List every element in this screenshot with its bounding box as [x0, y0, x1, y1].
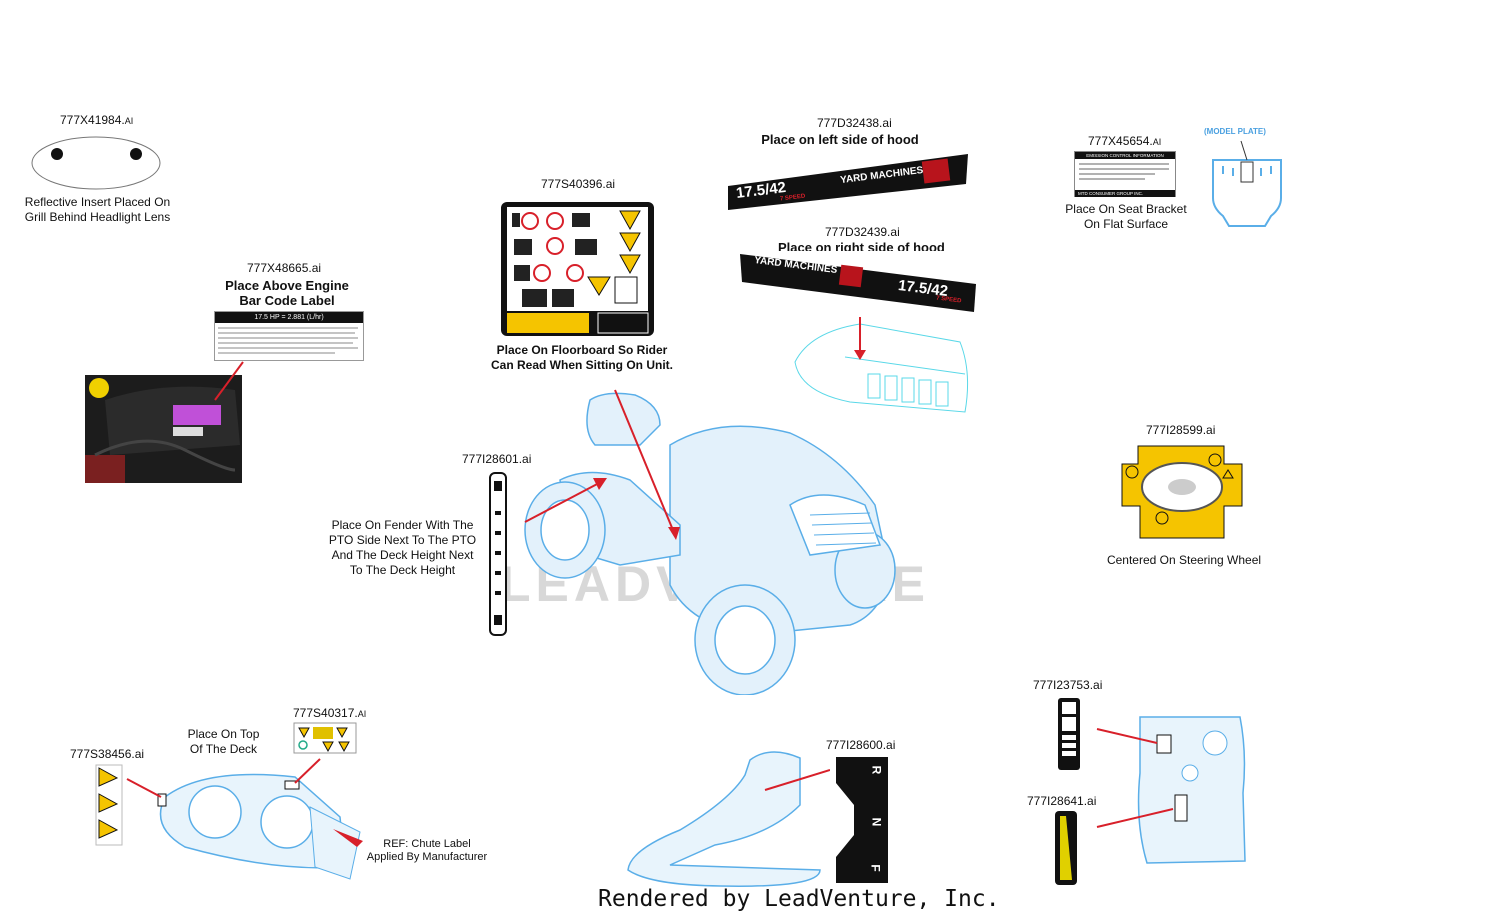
deck-side-label-drawing: [95, 764, 123, 846]
part-number-dash-a: 777I23753.ai: [1033, 678, 1103, 692]
deck-drawing: [126, 758, 363, 880]
reflective-insert-drawing: [31, 136, 161, 190]
part-number-shift: 777I28600.ai: [826, 738, 896, 752]
fender-note: Place On Fender With The PTO Side Next T…: [328, 518, 477, 577]
reflective-note: Reflective Insert Placed On Grill Behind…: [24, 195, 171, 224]
part-number-steering: 777I28599.ai: [1146, 423, 1216, 437]
chute-note: REF: Chute Label Applied By Manufacturer: [366, 838, 488, 863]
part-number-fender: 777I28601.ai: [462, 452, 532, 466]
shift-letter-n: N: [869, 817, 884, 827]
engine-photo: [85, 361, 244, 483]
emission-label-drawing: EMISSION CONTROL INFORMATION MTD CONSUME…: [1074, 151, 1176, 197]
engine-label-header: 17.5 HP = 2.881 (L/hr): [215, 312, 363, 323]
fender-label-drawing: [489, 472, 507, 636]
part-number-engine-label: 777X48665.ai: [247, 261, 322, 275]
engine-label-fineprint: [218, 327, 358, 354]
part-number-deck-side: 777S38456.ai: [70, 747, 145, 761]
fender-arrow: [524, 478, 607, 523]
shift-letter-r: R: [869, 765, 884, 775]
fender-pod-drawing: [627, 751, 830, 887]
shift-label-drawing: R N F: [836, 757, 891, 883]
part-number-reflective: 777X41984.AI: [60, 113, 134, 127]
steering-note: Centered On Steering Wheel: [1106, 553, 1262, 567]
dashboard-drawing: [1096, 716, 1246, 864]
steering-label-drawing: [1121, 445, 1243, 539]
floorboard-note: Place On Floorboard So Rider Can Read Wh…: [491, 343, 673, 372]
engine-label-drawing: 17.5 HP = 2.881 (L/hr): [214, 311, 364, 361]
floorboard-label-drawing: [501, 202, 654, 336]
emission-label-footer: MTD CONSUMER GROUP INC.: [1075, 190, 1175, 197]
emission-note: Place On Seat Bracket On Flat Surface: [1065, 202, 1187, 231]
shift-letter-f: F: [868, 864, 883, 872]
deck-top-title: Place On Top Of The Deck: [187, 727, 260, 756]
part-number-emission: 777X45654.AI: [1088, 134, 1162, 148]
dash-b-label-drawing: [1055, 811, 1077, 885]
model-plate-label: (MODEL PLATE): [1204, 127, 1266, 136]
tractor-drawing: [524, 389, 896, 695]
hood-right-title: Place on right side of hood: [778, 240, 945, 251]
part-number-deck-top: 777S40317.AI: [293, 706, 367, 720]
hood-left-title: Place on left side of hood: [761, 132, 919, 147]
emission-label-fineprint: [1079, 163, 1169, 180]
footer-credit: Rendered by LeadVenture, Inc.: [598, 886, 1000, 912]
deck-top-label-drawing: [293, 722, 357, 754]
emission-label-title: EMISSION CONTROL INFORMATION: [1075, 152, 1175, 159]
engine-label-title: Place Above Engine Bar Code Label: [225, 278, 349, 308]
part-number-floorboard: 777S40396.ai: [541, 177, 616, 191]
part-number-dash-b: 777I28641.ai: [1027, 794, 1097, 808]
part-number-hood-right: 777D32439.ai: [825, 225, 900, 239]
hood-left-decal: 17.5/42 7 SPEED YARD MACHINES: [728, 154, 968, 210]
part-number-hood-left: 777D32438.ai: [817, 116, 892, 130]
hood-detail-drawing: [794, 317, 969, 413]
hood-right-decal: YARD MACHINES 17.5/42 7 SPEED: [740, 254, 976, 312]
seat-bracket-drawing: [1212, 140, 1282, 227]
dash-a-label-drawing: [1058, 698, 1080, 770]
